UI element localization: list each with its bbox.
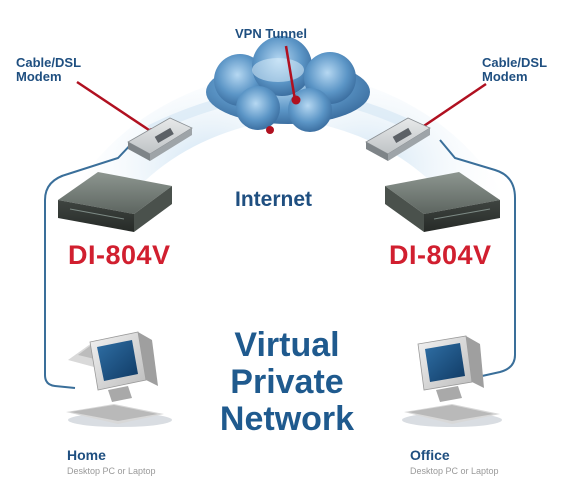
right-router-icon [385, 172, 500, 232]
left-router-label: DI-804V [68, 240, 171, 270]
right-modem-label: Cable/DSL Modem [482, 55, 548, 84]
office-device-label: Desktop PC or Laptop [410, 466, 499, 476]
right-cable [439, 139, 516, 377]
home-label: Home [67, 447, 106, 463]
right-router-label: DI-804V [389, 240, 492, 270]
left-computer-icon [66, 331, 172, 427]
office-label: Office [410, 447, 450, 463]
vpn-tunnel-label: VPN Tunnel [235, 26, 307, 41]
left-modem-icon [127, 117, 193, 161]
left-modem-callout [76, 80, 156, 136]
home-device-label: Desktop PC or Laptop [67, 466, 156, 476]
vpn-title: Virtual Private Network [219, 326, 355, 438]
left-modem-label: Cable/DSL Modem [16, 55, 82, 84]
right-computer-icon [402, 335, 502, 427]
internet-label: Internet [235, 188, 313, 211]
internet-cloud-icon [206, 36, 370, 132]
vpn-tunnel-callout [266, 45, 301, 134]
left-cable [44, 139, 136, 389]
left-router-icon [58, 172, 172, 232]
right-modem-icon [365, 117, 431, 161]
